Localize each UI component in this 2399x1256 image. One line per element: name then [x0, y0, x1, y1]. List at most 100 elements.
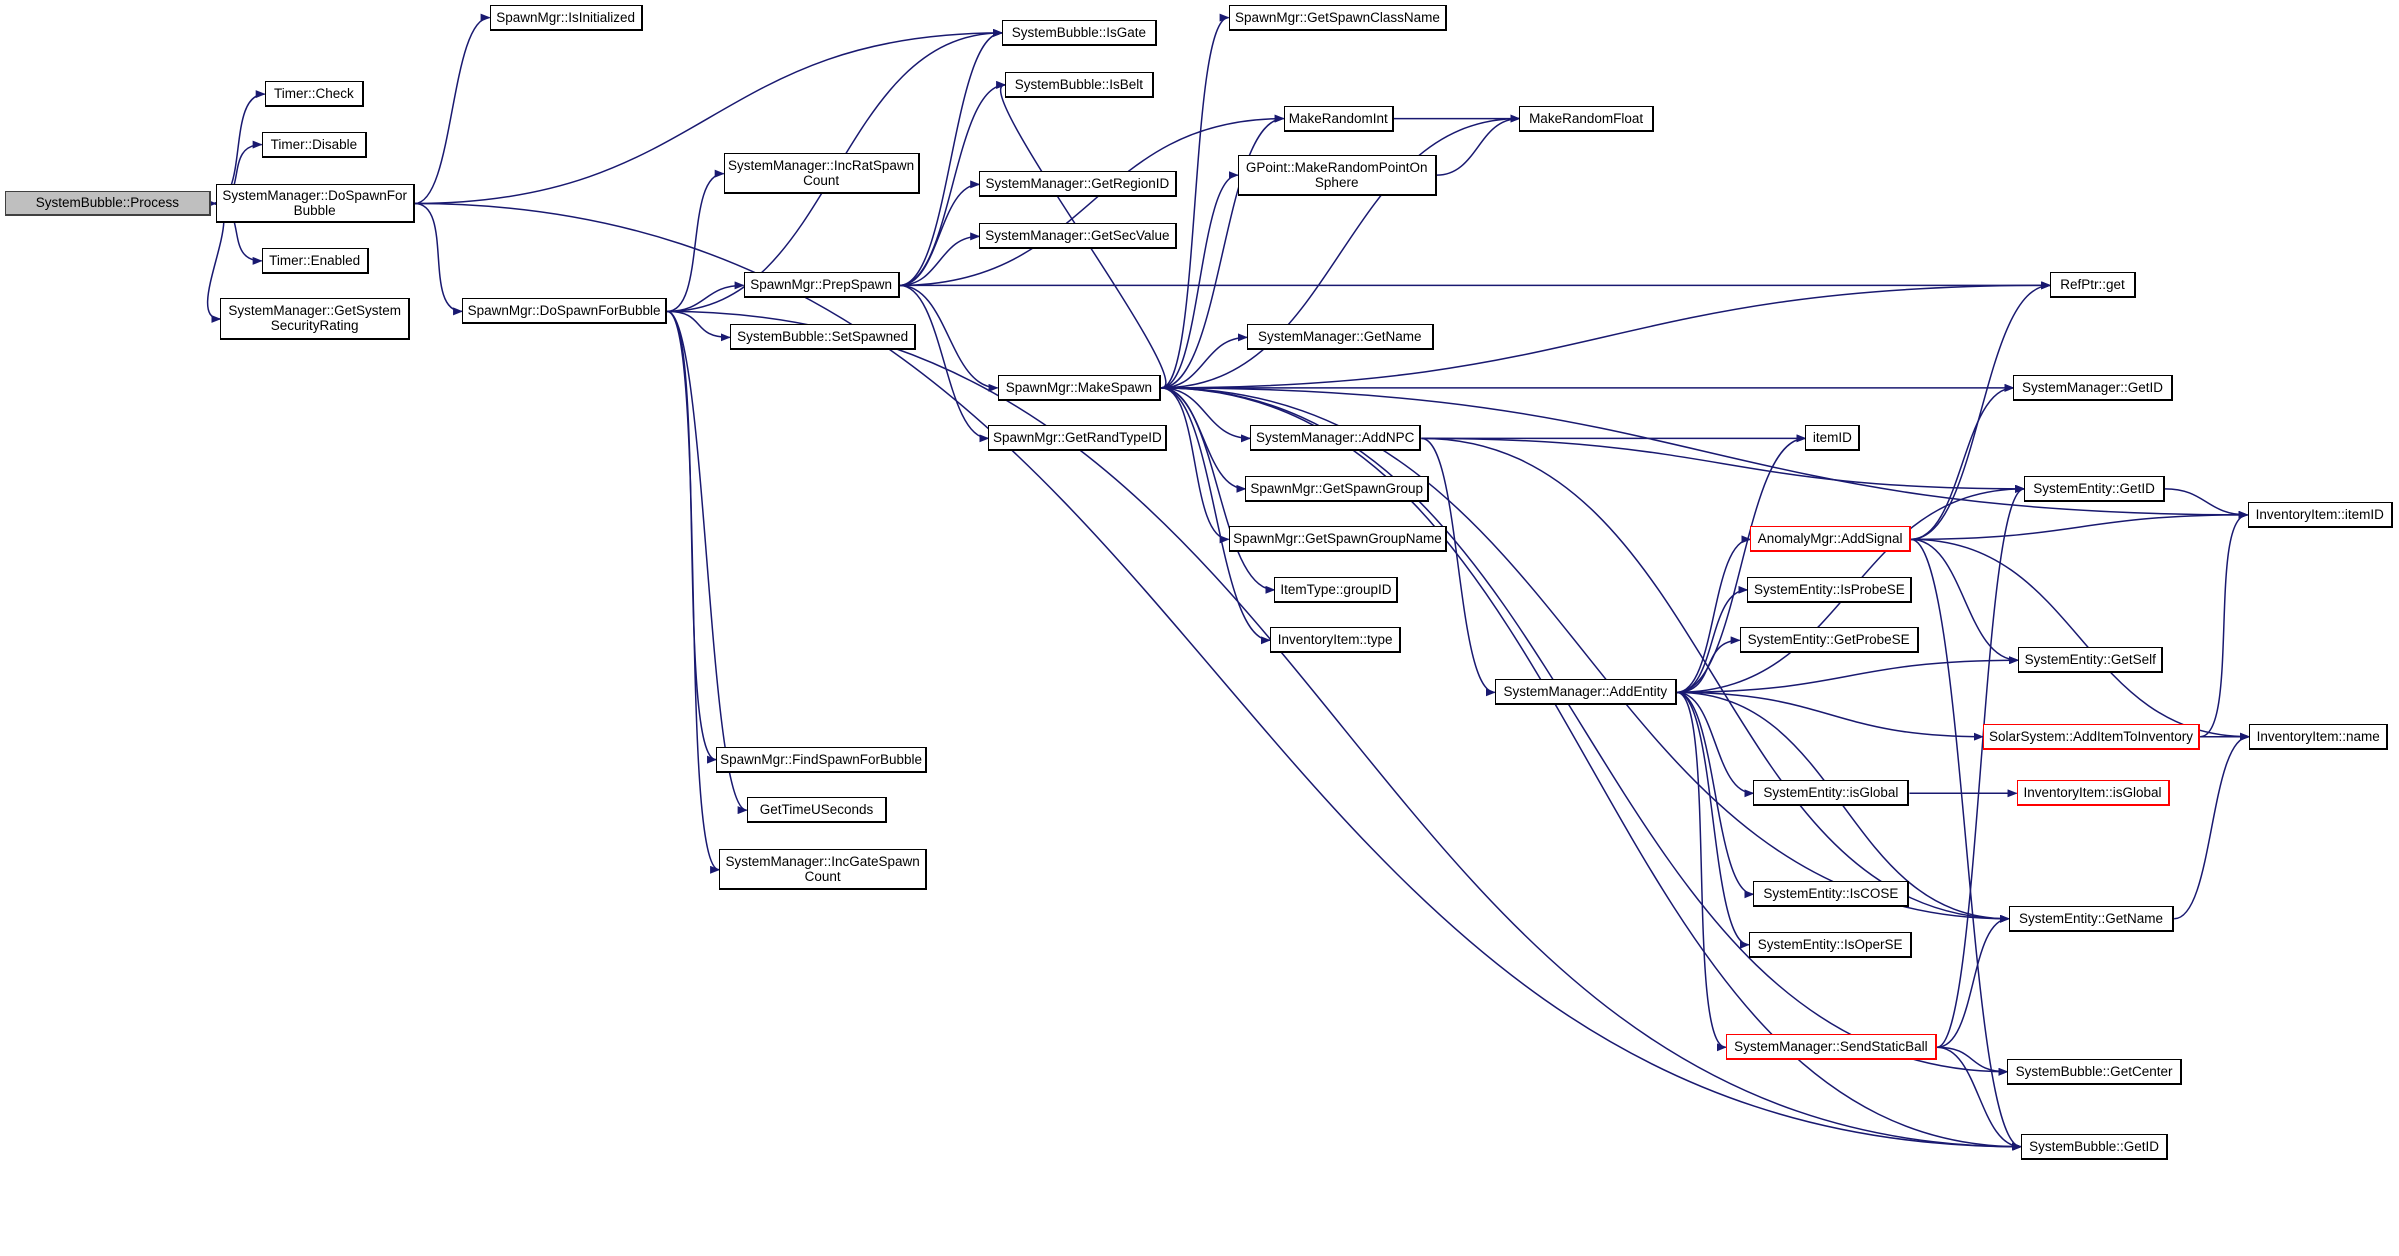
edge-spm_make-to-spm_classname — [1161, 13, 1230, 389]
edge-sm_staticball-to-sb_getid — [1936, 1046, 2023, 1151]
edge-spm_make-to-refptr_get — [1161, 281, 2052, 389]
graph-node-randint[interactable]: MakeRandomInt — [1283, 105, 1394, 132]
edge-sm_staticball-to-se_getid — [1936, 484, 2026, 1049]
graph-node-spm-dospawn[interactable]: SpawnMgr::DoSpawnForBubble — [462, 298, 668, 325]
edge-spm_prep-to-spm_make — [899, 284, 999, 392]
graph-node-sb-getid[interactable]: SystemBubble::GetID — [2021, 1133, 2168, 1160]
graph-node-se-isglobal[interactable]: SystemEntity::isGlobal — [1753, 780, 1910, 807]
edge-sm_addentity-to-se_isglobal — [1676, 691, 1755, 798]
edge-spm_make-to-randint — [1161, 114, 1285, 389]
edge-spm_make-to-sm_getname — [1161, 333, 1248, 389]
edge-spm_make-to-sm_addnpc — [1161, 387, 1252, 443]
graph-node-spm-prep[interactable]: SpawnMgr::PrepSpawn — [743, 272, 900, 299]
graph-node-sm-getid[interactable]: SystemManager::GetID — [2013, 374, 2173, 401]
graph-node-sb-center[interactable]: SystemBubble::GetCenter — [2007, 1058, 2182, 1085]
edge-sm_addentity-to-itemid — [1676, 434, 1807, 694]
edge-sm_addentity-to-am_addsignal — [1676, 535, 1752, 694]
graph-node-sb-setspawned[interactable]: SystemBubble::SetSpawned — [729, 324, 917, 351]
graph-node-ii-type[interactable]: InventoryItem::type — [1269, 627, 1402, 654]
edge-se_getname-to-ii_name — [2174, 732, 2251, 920]
edge-sm_addnpc-to-sm_addentity — [1421, 437, 1496, 697]
graph-node-timer-enabled[interactable]: Timer::Enabled — [261, 247, 369, 274]
graph-node-refptr-get[interactable]: RefPtr::get — [2050, 272, 2136, 299]
edge-spm_make-to-spm_group — [1161, 387, 1247, 493]
edge-spm_make-to-randfloat — [1161, 114, 1521, 389]
graph-node-spm-group[interactable]: SpawnMgr::GetSpawnGroup — [1245, 475, 1429, 502]
graph-node-randfloat[interactable]: MakeRandomFloat — [1519, 105, 1654, 132]
graph-node-sm-incrat[interactable]: SystemManager::IncRatSpawn Count — [723, 153, 920, 195]
edge-spm_make-to-it_groupid — [1161, 387, 1276, 594]
graph-node-spm-make[interactable]: SpawnMgr::MakeSpawn — [997, 374, 1162, 401]
graph-node-am-addsignal[interactable]: AnomalyMgr::AddSignal — [1750, 526, 1911, 553]
edge-spm_dospawn-to-sb_setspawned — [667, 310, 731, 342]
graph-node-se-isprobe[interactable]: SystemEntity::IsProbeSE — [1747, 576, 1913, 603]
graph-node-se-getname[interactable]: SystemEntity::GetName — [2008, 905, 2175, 932]
graph-node-spm-isinit[interactable]: SpawnMgr::IsInitialized — [489, 4, 643, 31]
edge-sm_addnpc-to-se_getid — [1421, 437, 2026, 493]
graph-node-ii-name[interactable]: InventoryItem::name — [2249, 723, 2389, 750]
edge-sm_dospawn-to-spm_isinit — [414, 13, 491, 205]
edge-sm_dospawn-to-spm_dospawn — [414, 202, 464, 316]
edge-sm_addentity-to-sm_staticball — [1676, 691, 1727, 1052]
graph-node-ii-isglobal[interactable]: InventoryItem::isGlobal — [2016, 780, 2170, 807]
edge-spm_prep-to-sm_region — [899, 180, 981, 287]
edge-sm_addentity-to-se_isprobe — [1676, 585, 1749, 694]
graph-node-spm-find[interactable]: SpawnMgr::FindSpawnForBubble — [716, 746, 928, 773]
graph-node-timer-check[interactable]: Timer::Check — [264, 81, 365, 108]
graph-node-ss-additem[interactable]: SolarSystem::AddItemToInventory — [1982, 723, 2201, 750]
graph-node-se-getid[interactable]: SystemEntity::GetID — [2024, 475, 2165, 502]
edge-spm_prep-to-sm_secvalue — [899, 232, 981, 287]
edge-spm_make-to-spm_groupname — [1161, 387, 1230, 544]
edge-sm_dospawn-to-sb_getid — [414, 202, 2023, 1151]
graph-node-sm-staticball[interactable]: SystemManager::SendStaticBall — [1725, 1034, 1937, 1061]
edge-am_addsignal-to-ii_itemid — [1910, 510, 2249, 541]
graph-node-sm-dospawn[interactable]: SystemManager::DoSpawnFor Bubble — [215, 183, 415, 224]
edge-gpoint-to-randfloat — [1436, 114, 1521, 176]
edge-spm_make-to-gpoint — [1161, 171, 1239, 389]
graph-node-ii-itemid[interactable]: InventoryItem::itemID — [2247, 501, 2393, 528]
graph-node-se-getself[interactable]: SystemEntity::GetSelf — [2018, 647, 2164, 674]
graph-node-se-iscose[interactable]: SystemEntity::IsCOSE — [1753, 881, 1910, 908]
graph-node-sm-getname[interactable]: SystemManager::GetName — [1246, 324, 1434, 351]
edge-spm_make-to-se_getname — [1161, 387, 2010, 923]
graph-node-se-getprobe[interactable]: SystemEntity::GetProbeSE — [1739, 627, 1919, 654]
graph-node-timer-disable[interactable]: Timer::Disable — [261, 131, 368, 158]
graph-node-sm-addnpc[interactable]: SystemManager::AddNPC — [1250, 425, 1422, 452]
graph-node-sm-secrating[interactable]: SystemManager::GetSystem SecurityRating — [220, 298, 411, 340]
edge-se_getid-to-ii_itemid — [2164, 488, 2249, 519]
edge-sm_addentity-to-se_isoper — [1676, 691, 1750, 949]
graph-node-it-groupid[interactable]: ItemType::groupID — [1274, 576, 1399, 603]
edge-am_addsignal-to-refptr_get — [1910, 281, 2052, 541]
edge-spm_make-to-ii_type — [1161, 387, 1271, 645]
edge-sm_addentity-to-ss_additem — [1676, 691, 1984, 741]
edge-spm_dospawn-to-gettime — [666, 310, 748, 815]
graph-node-sm-addentity[interactable]: SystemManager::AddEntity — [1494, 679, 1677, 706]
graph-node-sm-region[interactable]: SystemManager::GetRegionID — [979, 171, 1177, 198]
edge-spm_prep-to-spm_randtype — [899, 284, 990, 443]
graph-node-sb-isbelt[interactable]: SystemBubble::IsBelt — [1005, 71, 1154, 98]
graph-node-sm-incgate[interactable]: SystemManager::IncGateSpawn Count — [719, 849, 928, 891]
graph-node-itemid[interactable]: itemID — [1805, 425, 1861, 452]
edge-sm_addentity-to-se_getprobe — [1676, 636, 1741, 694]
edge-spm_prep-to-randint — [899, 114, 1285, 287]
edge-sm_staticball-to-sb_center — [1936, 1046, 2009, 1076]
edge-spm_dospawn-to-sb_getid — [667, 310, 2023, 1151]
edge-sm_dospawn-to-sb_isgate — [414, 28, 1004, 205]
graph-node-gpoint[interactable]: GPoint::MakeRandomPointOn Sphere — [1237, 154, 1437, 196]
graph-node-se-isoper[interactable]: SystemEntity::IsOperSE — [1748, 931, 1913, 958]
graph-node-process[interactable]: SystemBubble::Process — [4, 191, 212, 216]
edge-sm_staticball-to-se_getname — [1936, 914, 2010, 1049]
graph-node-sm-secvalue[interactable]: SystemManager::GetSecValue — [979, 223, 1177, 250]
edge-sm_addentity-to-se_iscose — [1676, 691, 1755, 899]
edge-spm_make-to-ii_itemid — [1161, 387, 2249, 519]
graph-node-spm-groupname[interactable]: SpawnMgr::GetSpawnGroupName — [1228, 526, 1448, 553]
graph-node-spm-randtype[interactable]: SpawnMgr::GetRandTypeID — [988, 425, 1168, 452]
graph-node-sb-isgate[interactable]: SystemBubble::IsGate — [1002, 19, 1157, 46]
edge-spm_dospawn-to-spm_prep — [667, 281, 745, 313]
graph-node-gettime[interactable]: GetTimeUSeconds — [746, 797, 888, 824]
edge-am_addsignal-to-sm_getid — [1910, 383, 2015, 541]
graph-node-spm-classname[interactable]: SpawnMgr::GetSpawnClassName — [1228, 4, 1448, 31]
edge-am_addsignal-to-ii_name — [1910, 538, 2251, 741]
edge-ss_additem-to-ii_itemid — [2200, 510, 2249, 738]
